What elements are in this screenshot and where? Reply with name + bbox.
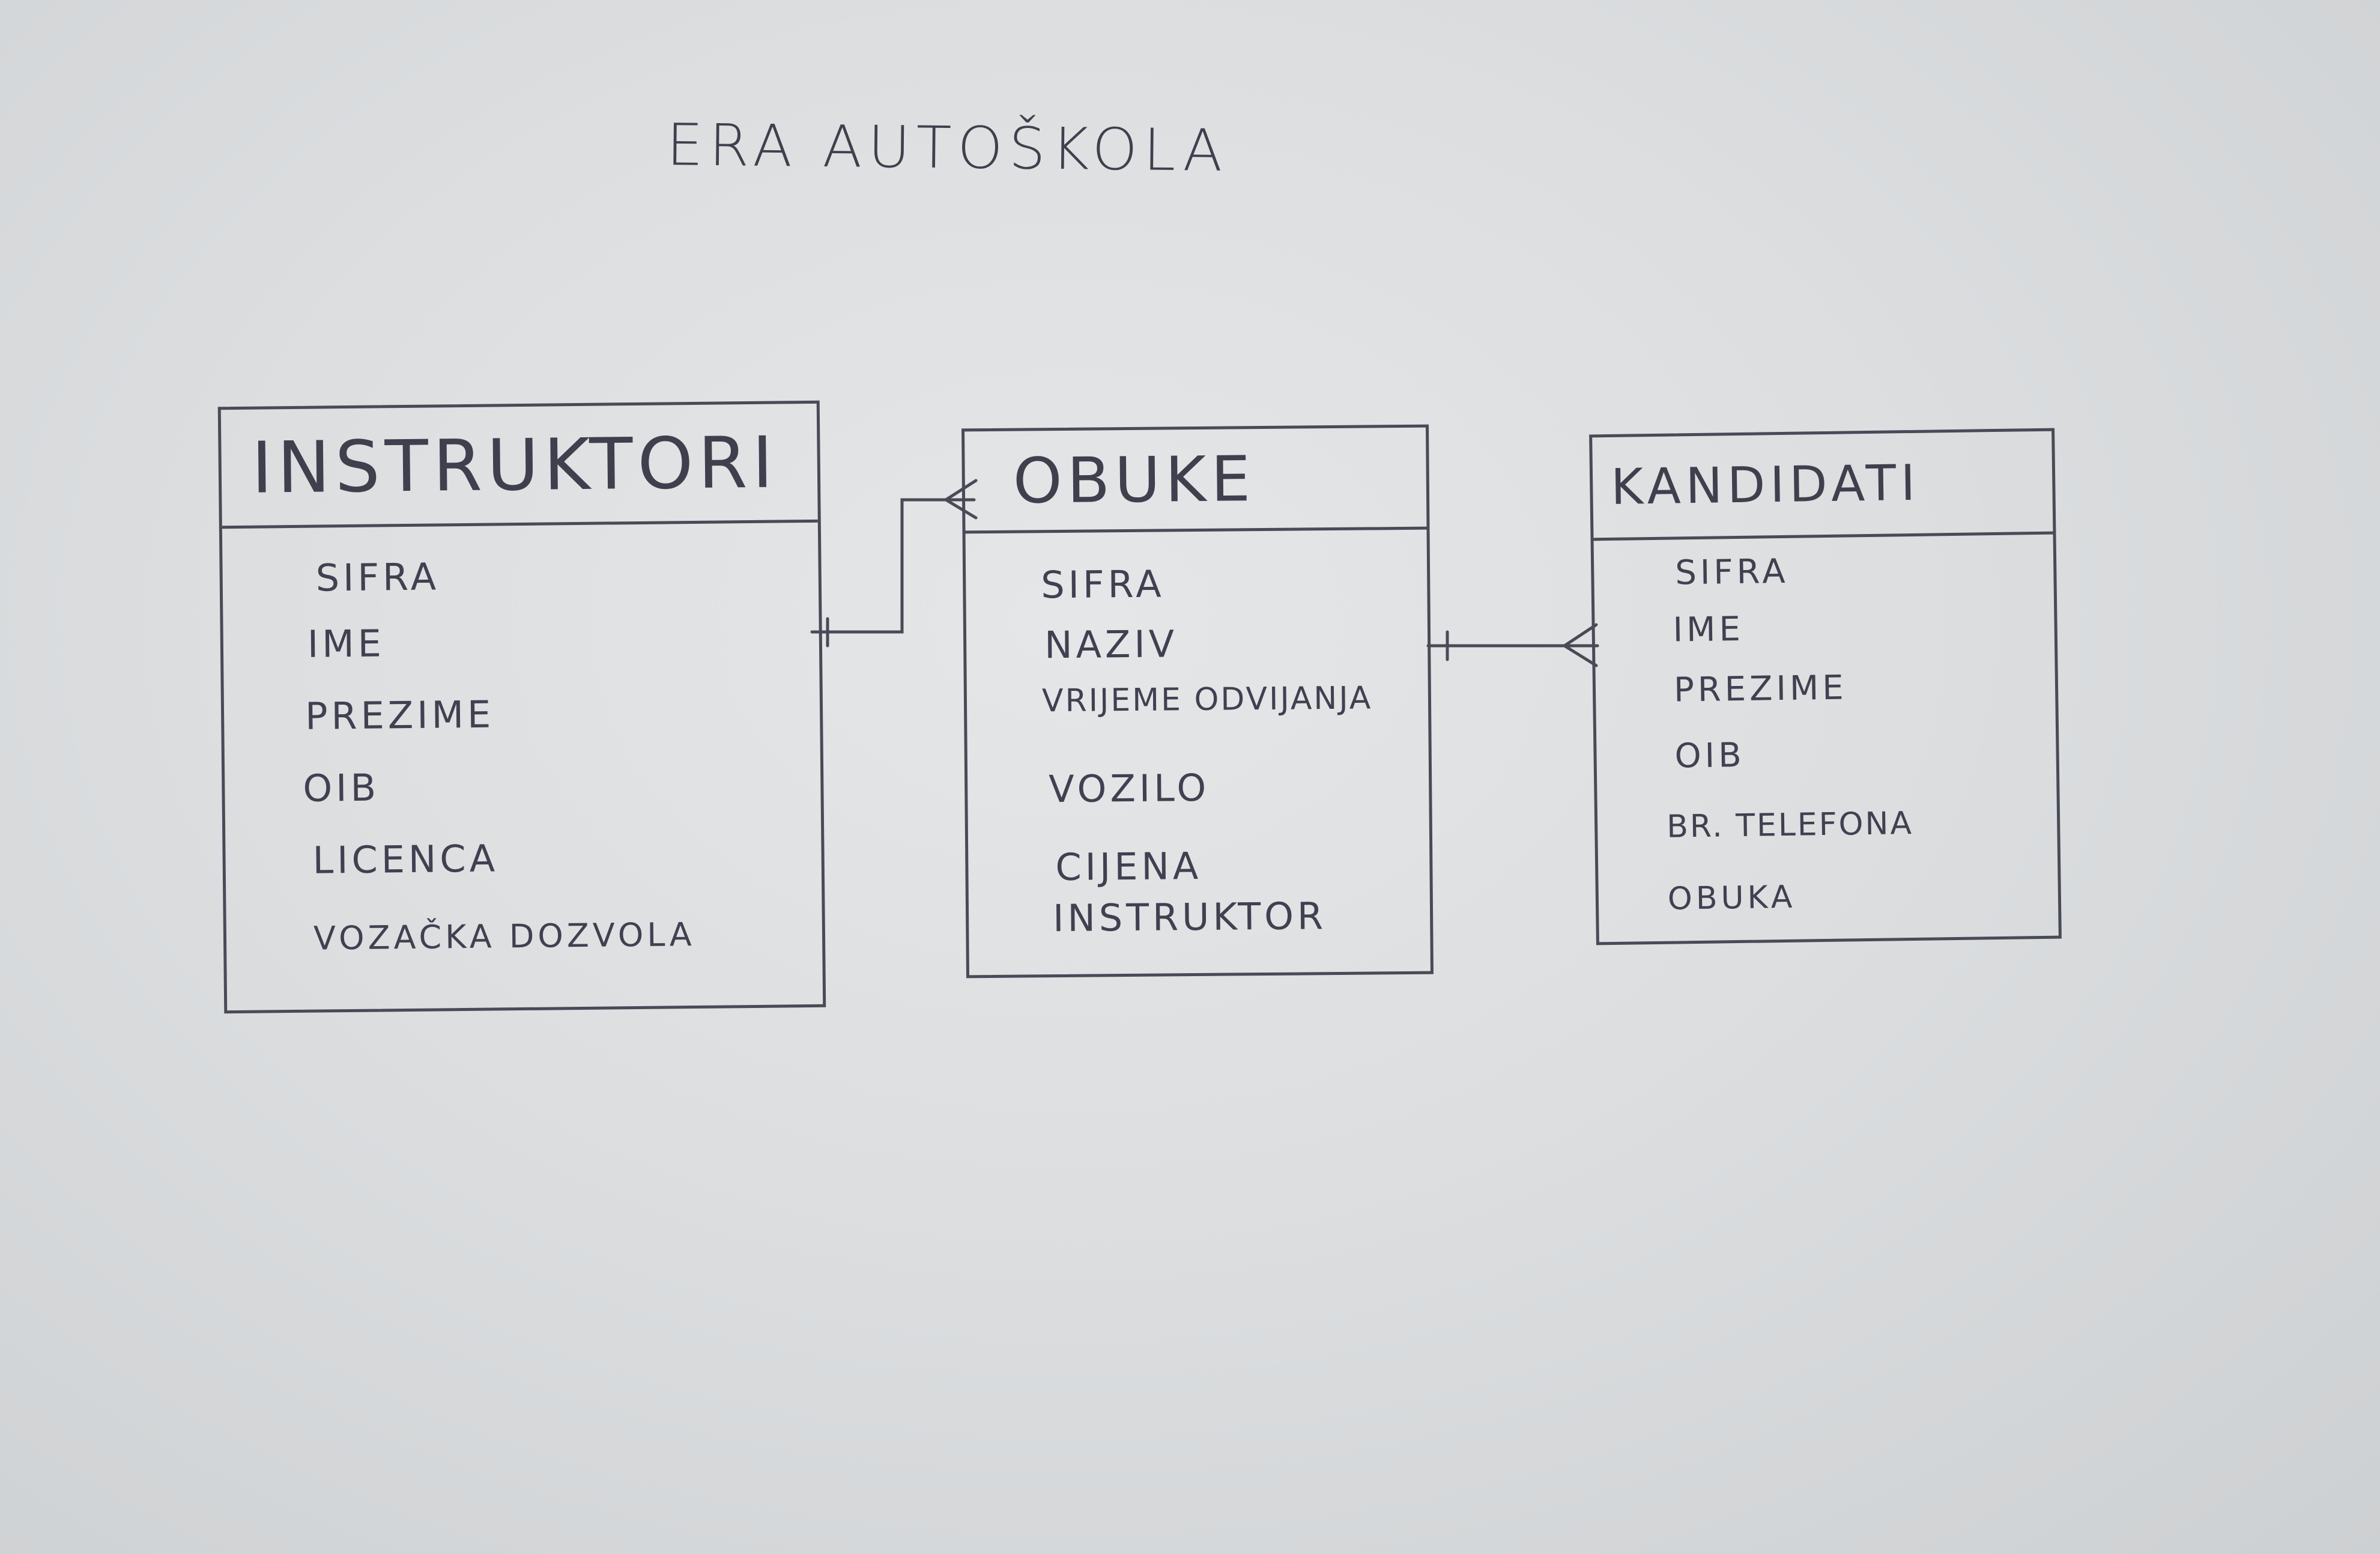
relation-obuke-kandidati[interactable] bbox=[1426, 623, 1599, 667]
relation-instruktori-obuke[interactable] bbox=[810, 479, 978, 648]
